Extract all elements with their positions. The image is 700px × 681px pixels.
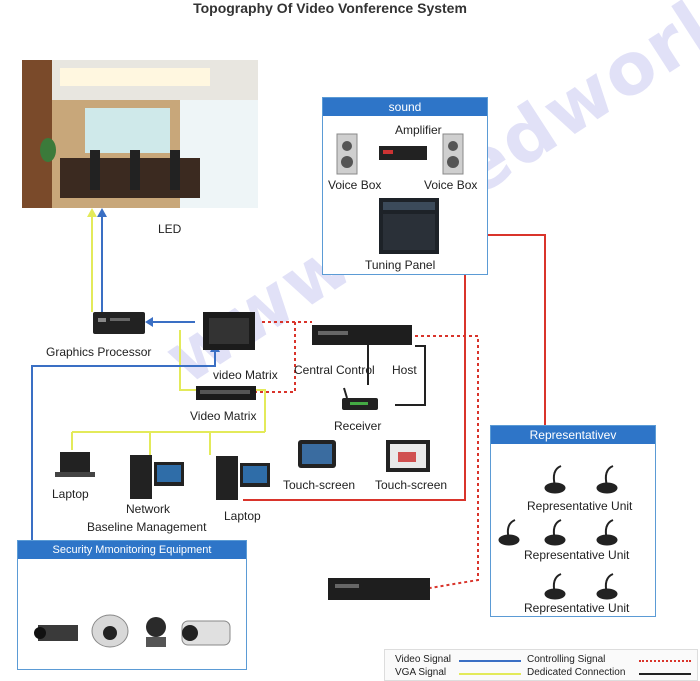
voice-box-right-icon [442,133,464,175]
tuning-panel-icon [379,198,439,254]
microphone-icons [498,465,618,600]
security-header: Security Mmonitoring Equipment [18,541,246,559]
legend-dedicated-line [639,673,691,675]
security-cameras [34,614,231,648]
voice-box-left-icon [336,133,358,175]
rack-device-icon [328,578,430,600]
laptop-right-label: Laptop [224,509,261,523]
security-group: Security Mmonitoring Equipment [17,540,247,670]
legend-controlling-signal: Controlling Signal [527,654,606,665]
bullet-camera-icon [181,620,231,646]
video-matrix-top-label: video Matrix [213,368,278,382]
sound-devices [336,133,464,254]
touch-screen-1-icon [298,440,336,468]
laptop-right-pc-icon [216,456,270,500]
receiver-icon [342,387,378,410]
graphics-processor-label: Graphics Processor [46,345,152,359]
led-label: LED [158,222,182,236]
touch-screen-1-label: Touch-screen [283,478,356,492]
representative-group: Representativev Representative Unit Repr… [490,425,656,617]
vga-arrowheads [87,208,97,217]
amplifier-label: Amplifier [395,123,442,137]
receiver-label: Receiver [334,419,382,433]
legend-vga-signal: VGA Signal [395,667,447,678]
tuning-panel-label: Tuning Panel [365,258,436,272]
amplifier-icon [379,146,427,160]
central-control-label: Central Control [294,363,375,377]
sound-header: sound [323,98,487,116]
legend-video-signal: Video Signal [395,654,451,665]
laptop-left-icon [55,452,95,477]
legend-dedicated-connection: Dedicated Connection [527,667,626,678]
representative-header: Representativev [491,426,655,444]
representative-units [498,465,618,600]
video-matrix-top-icon [203,312,255,350]
laptop-left-label: Laptop [52,487,89,501]
sound-group: sound Amplifier Voice Box Voice Box Tuni… [322,97,488,275]
legend-video-line [459,660,521,662]
video-matrix-bottom-icon [196,386,256,400]
representative-unit-1-label: Representative Unit [527,499,633,513]
diagram-title: Topography Of Video Vonference System [193,0,467,16]
host-label: Host [392,363,417,377]
legend-controlling-line [639,660,691,662]
representative-unit-3-label: Representative Unit [524,601,630,615]
video-matrix-bottom-label: Video Matrix [190,409,257,423]
central-control-host-icon [312,325,412,345]
touch-screen-2-label: Touch-screen [375,478,448,492]
legend: Video Signal VGA Signal Controlling Sign… [384,649,698,681]
representative-unit-2-label: Representative Unit [524,548,630,562]
graphics-processor-icon [93,312,145,334]
network-label: Network [126,502,171,516]
network-pc-icon [130,455,184,499]
legend-vga-line [459,673,521,675]
led-conference-room-image [22,60,258,208]
dome-camera-icon [91,614,129,648]
touch-screen-2-icon [386,440,430,472]
baseline-management-label: Baseline Management [87,520,207,534]
box-camera-icon [34,625,78,641]
vga-signal-lines [71,215,266,455]
voice-box-left-label: Voice Box [328,178,382,192]
voice-box-right-label: Voice Box [424,178,478,192]
ptz-camera-icon [146,617,166,647]
